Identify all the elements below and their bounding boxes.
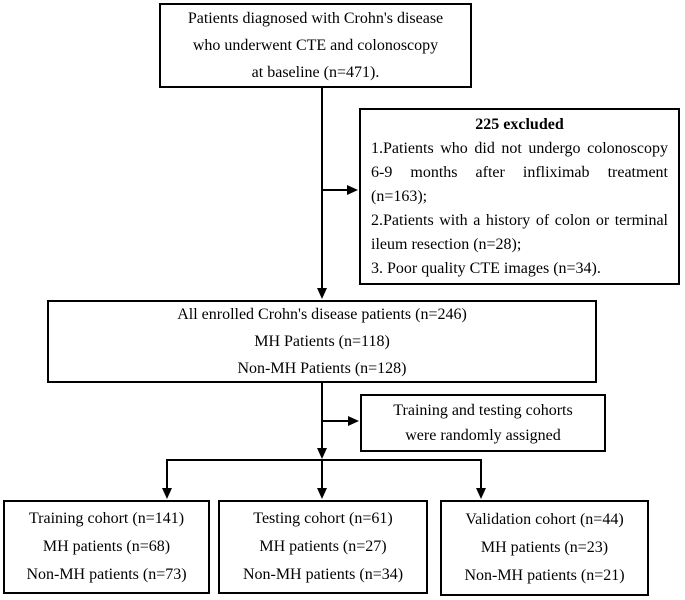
randomized-box: Training and testing cohorts were random… bbox=[360, 394, 606, 452]
arrow-to-randomized bbox=[322, 416, 359, 426]
testing-line-2: MH patients (n=27) bbox=[259, 538, 387, 555]
arrow-to-validation bbox=[476, 459, 486, 499]
training-cohort-box: Training cohort (n=141) MH patients (n=6… bbox=[3, 500, 210, 594]
training-line-3: Non-MH patients (n=73) bbox=[26, 566, 187, 583]
randomized-line-2: were randomly assigned bbox=[405, 427, 561, 444]
excluded-title: 225 excluded bbox=[475, 116, 564, 133]
validation-line-2: MH patients (n=23) bbox=[480, 539, 609, 556]
validation-cohort-box: Validation cohort (n=44) MH patients (n=… bbox=[440, 500, 649, 596]
randomized-line-1: Training and testing cohorts bbox=[393, 402, 573, 419]
arrow-to-excluded bbox=[322, 185, 358, 195]
enrolled-line-3: Non-MH Patients (n=128) bbox=[237, 360, 407, 377]
validation-line-3: Non-MH patients (n=21) bbox=[464, 567, 625, 584]
enrolled-box: All enrolled Crohn's disease patients (n… bbox=[47, 300, 597, 383]
arrow-enrolled-to-junction bbox=[317, 382, 327, 459]
baseline-line-3: at baseline (n=471). bbox=[251, 64, 380, 81]
baseline-line-1: Patients diagnosed with Crohn's disease bbox=[187, 10, 444, 27]
arrow-baseline-to-enrolled bbox=[317, 87, 327, 299]
baseline-line-2: who underwent CTE and colonoscopy bbox=[192, 37, 439, 54]
validation-line-1: Validation cohort (n=44) bbox=[465, 511, 624, 528]
testing-line-3: Non-MH patients (n=34) bbox=[242, 566, 404, 583]
excluded-item-3: 3. Poor quality CTE images (n=34). bbox=[371, 260, 601, 277]
excluded-box: 225 excluded 1.Patients who did not unde… bbox=[359, 108, 680, 285]
training-line-2: MH patients (n=68) bbox=[42, 538, 171, 555]
arrow-to-training bbox=[162, 459, 172, 499]
baseline-box: Patients diagnosed with Crohn's disease … bbox=[159, 3, 472, 88]
excluded-item-1: 1.Patients who did not undergo colonosco… bbox=[371, 140, 668, 205]
excluded-item-2: 2.Patients with a history of colon or te… bbox=[371, 212, 668, 253]
enrolled-line-2: MH Patients (n=118) bbox=[254, 333, 390, 350]
training-line-1: Training cohort (n=141) bbox=[28, 510, 185, 527]
testing-cohort-box: Testing cohort (n=61) MH patients (n=27)… bbox=[218, 500, 428, 594]
enrolled-line-1: All enrolled Crohn's disease patients (n… bbox=[177, 306, 467, 323]
testing-line-1: Testing cohort (n=61) bbox=[253, 510, 393, 527]
arrow-to-testing bbox=[317, 459, 327, 499]
